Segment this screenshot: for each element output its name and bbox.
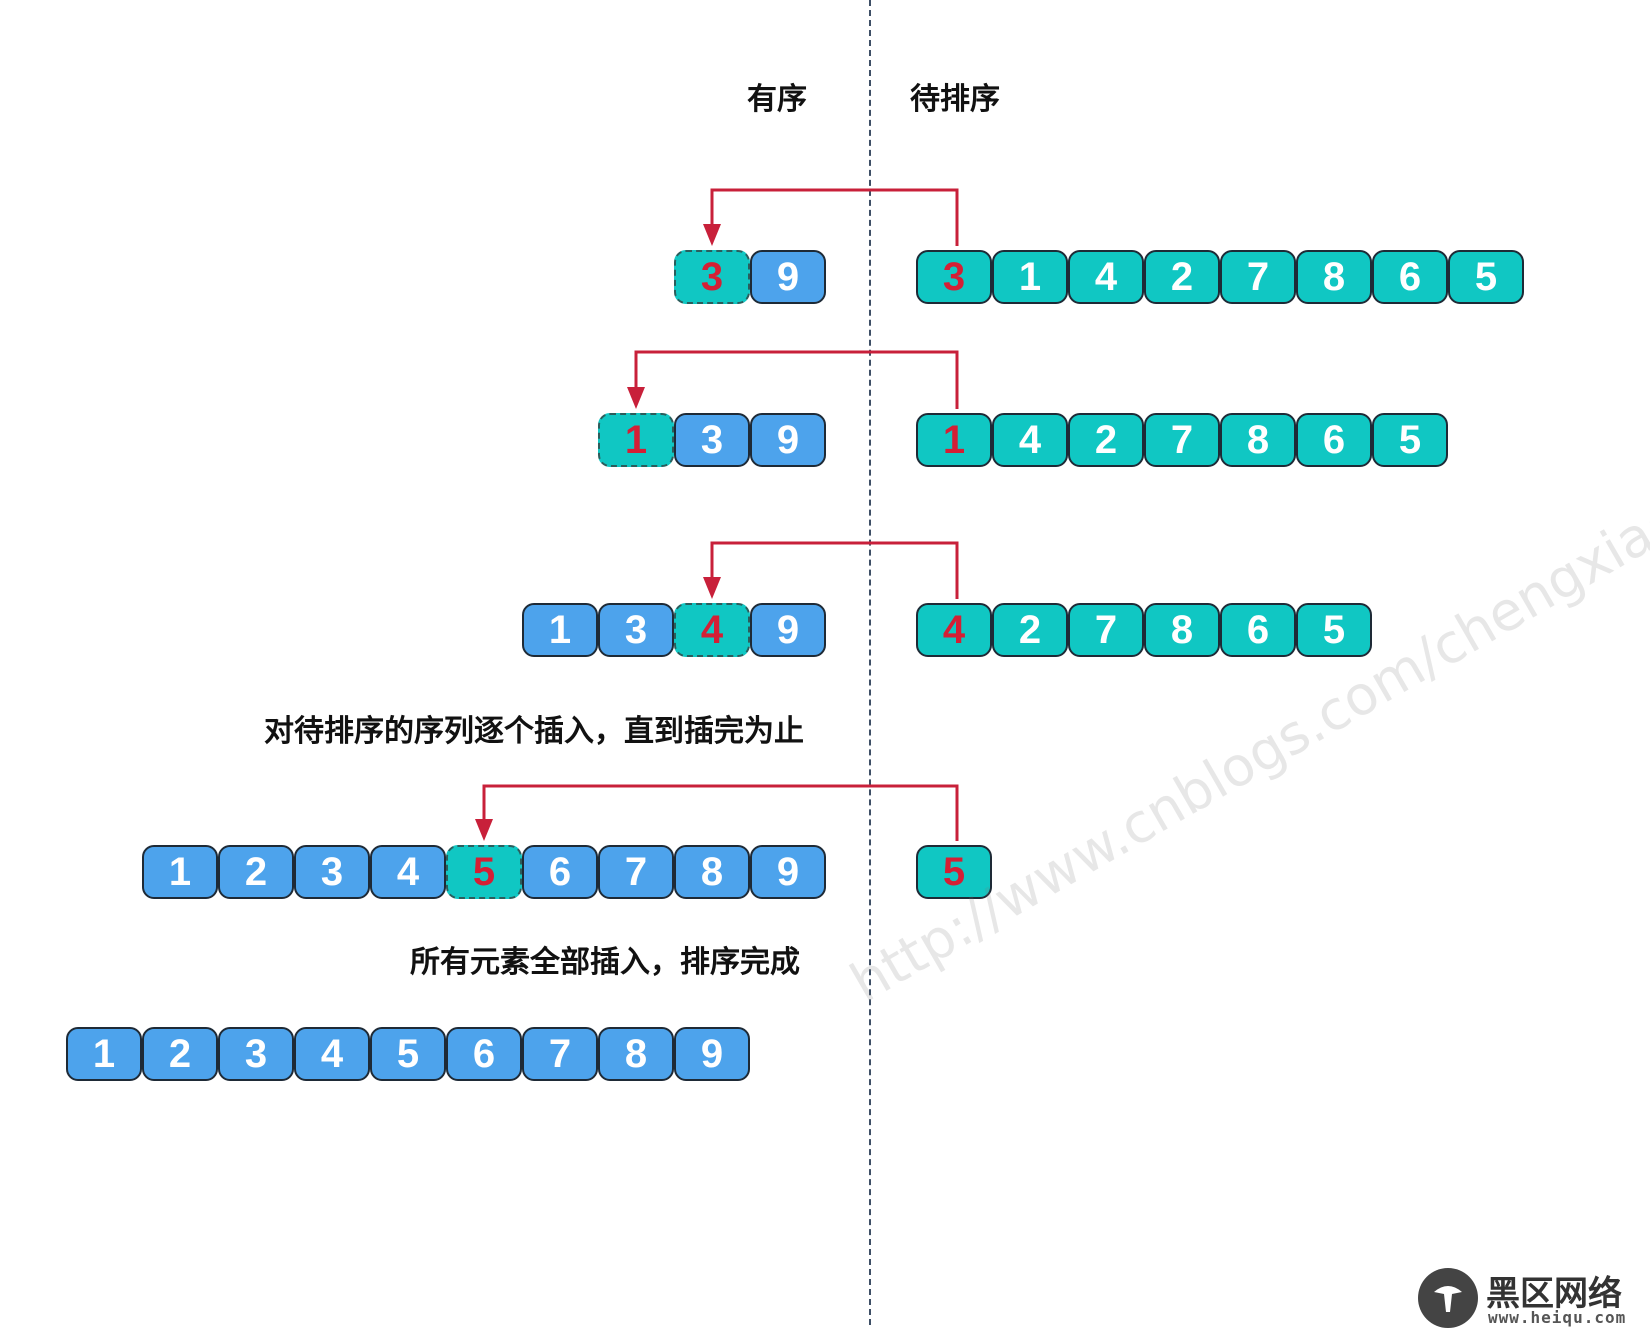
sorted-cell: 9 xyxy=(750,845,826,899)
next-unsorted-cell: 5 xyxy=(916,845,992,899)
unsorted-cell: 6 xyxy=(1372,250,1448,304)
unsorted-cell: 2 xyxy=(1144,250,1220,304)
insertion-arrow-head xyxy=(703,224,721,246)
insertion-arrow-line xyxy=(710,188,959,246)
insertion-arrow-head xyxy=(703,577,721,599)
caption-repeat: 对待排序的序列逐个插入，直到插完为止 xyxy=(264,714,804,749)
logo-name: 黑区网络 xyxy=(1486,1274,1622,1314)
sorted-cell: 7 xyxy=(598,845,674,899)
unsorted-cell: 8 xyxy=(1296,250,1372,304)
sorted-cell: 9 xyxy=(750,603,826,657)
sorted-cell: 2 xyxy=(218,845,294,899)
sorted-cell: 8 xyxy=(674,845,750,899)
final-sorted-cell: 8 xyxy=(598,1027,674,1081)
final-sorted-cell: 1 xyxy=(66,1027,142,1081)
logo-icon xyxy=(1418,1268,1478,1328)
unsorted-cell: 2 xyxy=(992,603,1068,657)
inserted-cell: 3 xyxy=(674,250,750,304)
unsorted-cell: 8 xyxy=(1144,603,1220,657)
unsorted-cell: 4 xyxy=(1068,250,1144,304)
inserted-cell: 1 xyxy=(598,413,674,467)
unsorted-cell: 7 xyxy=(1144,413,1220,467)
insertion-arrow-head xyxy=(627,387,645,409)
sorted-cell: 1 xyxy=(522,603,598,657)
final-sorted-cell: 5 xyxy=(370,1027,446,1081)
sorted-cell: 9 xyxy=(750,250,826,304)
logo: 黑区网络 www.heiqu.com xyxy=(1418,1266,1648,1332)
next-unsorted-cell: 1 xyxy=(916,413,992,467)
unsorted-cell: 5 xyxy=(1448,250,1524,304)
unsorted-cell: 8 xyxy=(1220,413,1296,467)
unsorted-cell: 5 xyxy=(1372,413,1448,467)
unsorted-cell: 2 xyxy=(1068,413,1144,467)
insertion-arrow-line xyxy=(482,784,959,841)
unsorted-cell: 4 xyxy=(992,413,1068,467)
unsorted-cell: 6 xyxy=(1220,603,1296,657)
final-sorted-cell: 6 xyxy=(446,1027,522,1081)
final-sorted-cell: 3 xyxy=(218,1027,294,1081)
sorted-unsorted-divider xyxy=(869,0,871,1325)
next-unsorted-cell: 4 xyxy=(916,603,992,657)
unsorted-cell: 7 xyxy=(1068,603,1144,657)
unsorted-header: 待排序 xyxy=(910,82,1000,117)
sorted-cell: 6 xyxy=(522,845,598,899)
final-sorted-cell: 2 xyxy=(142,1027,218,1081)
sorted-cell: 3 xyxy=(294,845,370,899)
final-sorted-cell: 9 xyxy=(674,1027,750,1081)
unsorted-cell: 1 xyxy=(992,250,1068,304)
sorted-cell: 1 xyxy=(142,845,218,899)
final-sorted-cell: 7 xyxy=(522,1027,598,1081)
sorted-cell: 9 xyxy=(750,413,826,467)
sorted-cell: 3 xyxy=(674,413,750,467)
inserted-cell: 4 xyxy=(674,603,750,657)
insertion-arrow-head xyxy=(475,819,493,841)
next-unsorted-cell: 3 xyxy=(916,250,992,304)
insertion-arrow-line xyxy=(710,541,959,599)
unsorted-cell: 5 xyxy=(1296,603,1372,657)
logo-url: www.heiqu.com xyxy=(1488,1308,1627,1327)
unsorted-cell: 6 xyxy=(1296,413,1372,467)
caption-done: 所有元素全部插入，排序完成 xyxy=(410,945,800,980)
sorted-cell: 3 xyxy=(598,603,674,657)
unsorted-cell: 7 xyxy=(1220,250,1296,304)
insertion-arrow-line xyxy=(634,350,959,409)
sorted-cell: 4 xyxy=(370,845,446,899)
sorted-header: 有序 xyxy=(747,82,807,117)
final-sorted-cell: 4 xyxy=(294,1027,370,1081)
inserted-cell: 5 xyxy=(446,845,522,899)
